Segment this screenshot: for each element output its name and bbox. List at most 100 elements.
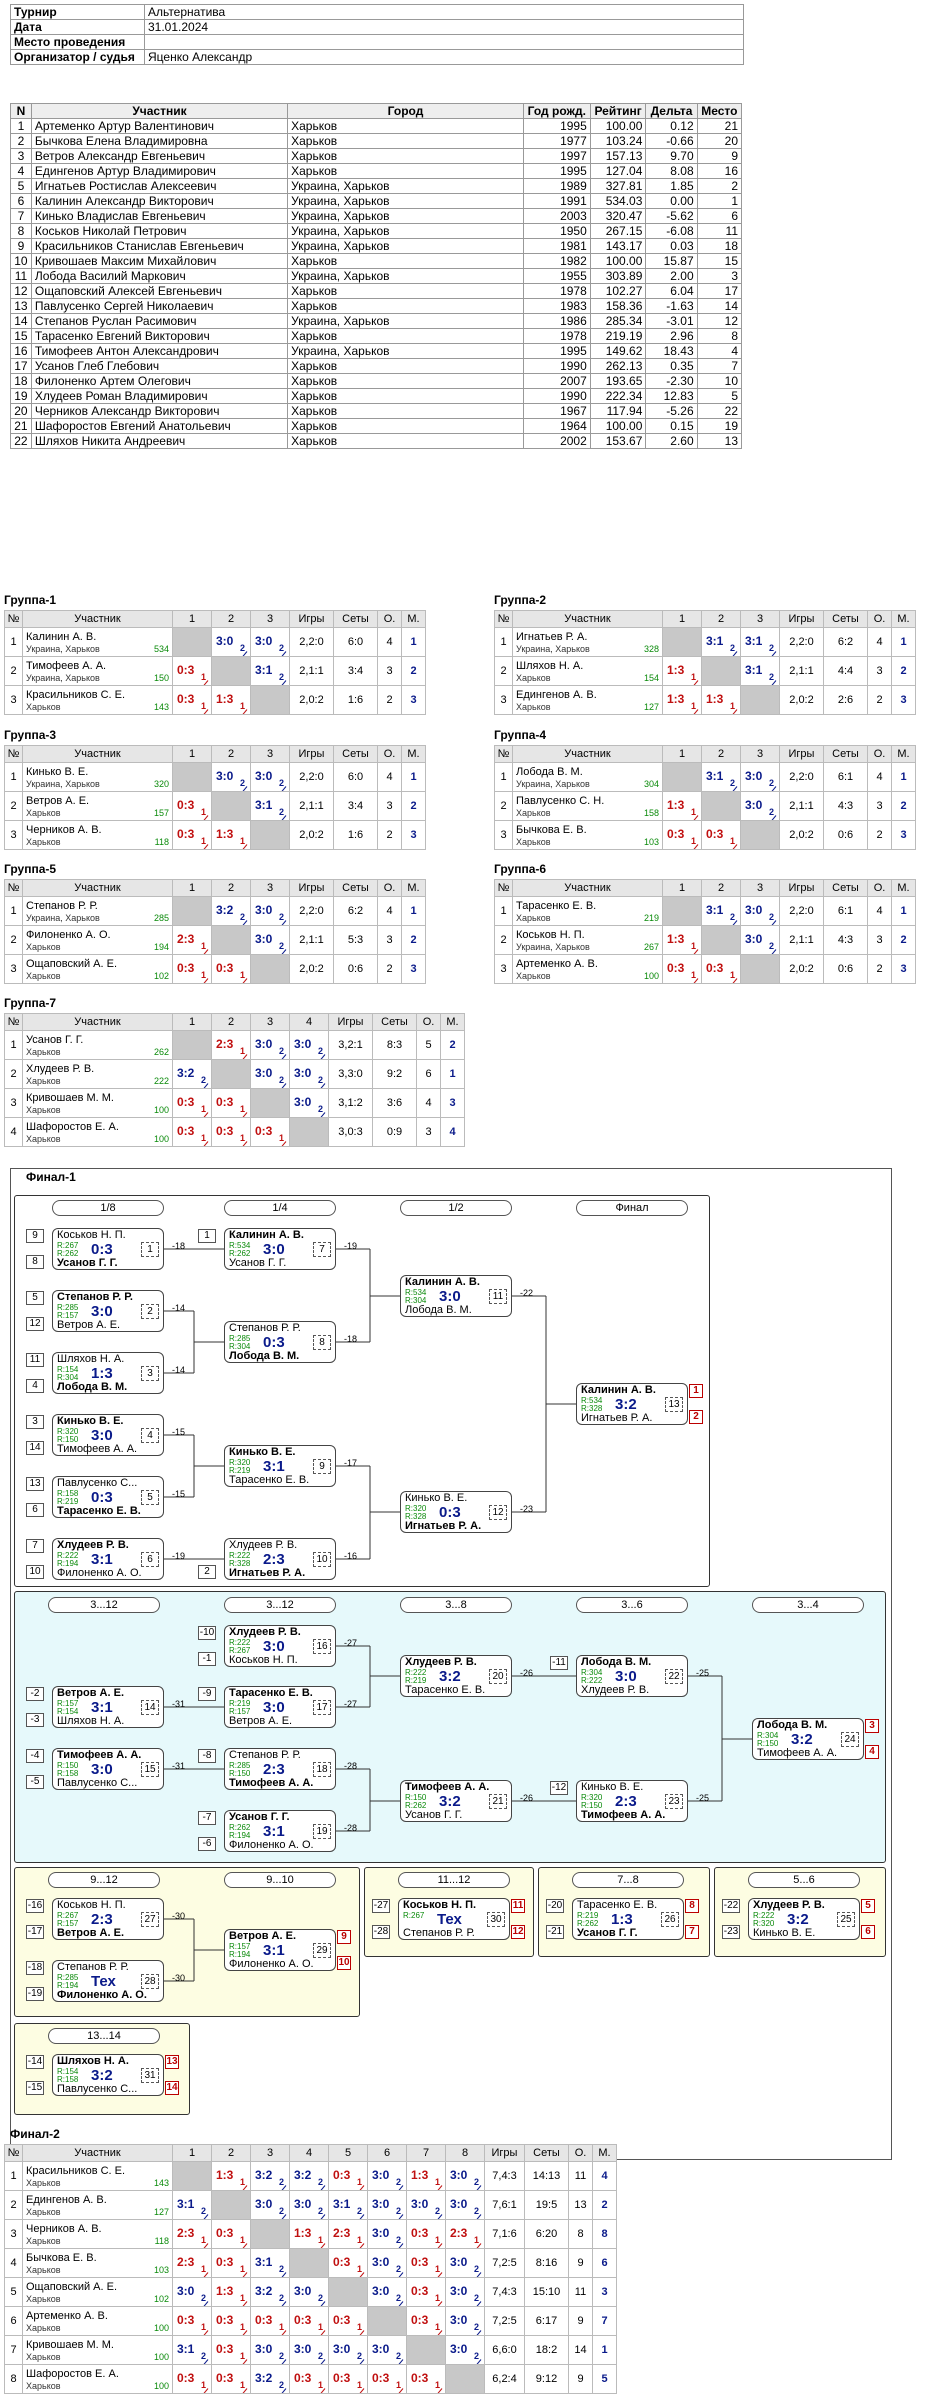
final2-games: 7,4:3: [484, 2277, 525, 2307]
match-next: -28: [343, 1761, 357, 1771]
score-points: 2: [278, 643, 284, 653]
place-top: 8: [685, 1899, 699, 1913]
player-city: Украина, Харьков: [26, 778, 100, 789]
seed-number: -4: [26, 1749, 44, 1763]
group-sets: 4:4: [823, 656, 868, 686]
seed-number: 5: [26, 1291, 44, 1305]
match-next: -30: [171, 1973, 185, 1983]
player-city: Харьков: [516, 701, 551, 712]
match-next: -19: [171, 1551, 185, 1561]
group-title: Группа-1: [4, 593, 57, 607]
score-text: 1:3: [216, 2284, 234, 2298]
group-col-header: М.: [401, 879, 426, 897]
score-points: 2: [278, 2293, 284, 2303]
seed-number: 4: [26, 1379, 44, 1393]
match-top-player: Калинин А. В.: [405, 1276, 480, 1288]
group-place: 3: [891, 820, 916, 850]
seed-number: -18: [26, 1961, 44, 1975]
round-header: 3...6: [576, 1597, 688, 1613]
score-text: 1:3: [706, 692, 724, 706]
score-points: 1: [473, 2235, 479, 2245]
final2-score-cell: [211, 2190, 251, 2220]
match-score: 3:2: [791, 1731, 813, 1748]
score-points: 2: [729, 778, 735, 788]
match-bottom-player: Ветров А. Е.: [57, 1319, 121, 1331]
seed-number: 6: [26, 1503, 44, 1517]
player-city: Украина, Харьков: [26, 643, 100, 654]
group-games: 2,0:2: [289, 820, 334, 850]
match-top-player: Павлусенко С...: [57, 1477, 138, 1489]
final2-col-header: М.: [592, 2144, 617, 2162]
score-text: 3:0: [372, 2197, 390, 2211]
group-col-header: М.: [401, 610, 426, 628]
final2-score-cell: [172, 2161, 212, 2191]
group-col-header: М.: [891, 745, 916, 763]
final2-col-header: 4: [289, 2144, 329, 2162]
score-points: 1: [356, 2264, 362, 2274]
score-text: 3:0: [255, 769, 273, 783]
score-points: 2: [278, 2264, 284, 2274]
final2-place: 6: [592, 2248, 617, 2278]
seed-number: -21: [546, 1925, 564, 1939]
round-header: 9...12: [48, 1872, 160, 1888]
score-text: 0:3: [177, 2371, 195, 2385]
group-place: 2: [401, 656, 426, 686]
player-city: Харьков: [26, 701, 61, 712]
score-points: 1: [356, 2380, 362, 2390]
score-text: 0:3: [216, 2255, 234, 2269]
player-cell: 13: [696, 433, 743, 449]
match-bottom-player: Усанов Г. Г.: [405, 1809, 463, 1821]
match-bottom-player: Филоненко А. О.: [57, 1989, 147, 2001]
player-city: Украина, Харьков: [26, 672, 100, 683]
group-col-header: Игры: [289, 610, 334, 628]
match-bottom-player: Филоненко А. О.: [229, 1958, 314, 1970]
score-points: 2: [434, 2206, 440, 2216]
place-bottom: 7: [685, 1925, 699, 1939]
place-top: 1: [689, 1384, 703, 1398]
score-text: 0:3: [333, 2255, 351, 2269]
group-place: 1: [891, 762, 916, 792]
place-bottom: 10: [337, 1956, 351, 1970]
final2-place: 8: [592, 2219, 617, 2249]
group-score-cell: [211, 656, 251, 686]
group-col-header: Участник: [22, 745, 173, 763]
player-rating: 100: [153, 2323, 169, 2333]
score-text: 0:3: [294, 2371, 312, 2385]
match-number: 21: [489, 1794, 507, 1809]
